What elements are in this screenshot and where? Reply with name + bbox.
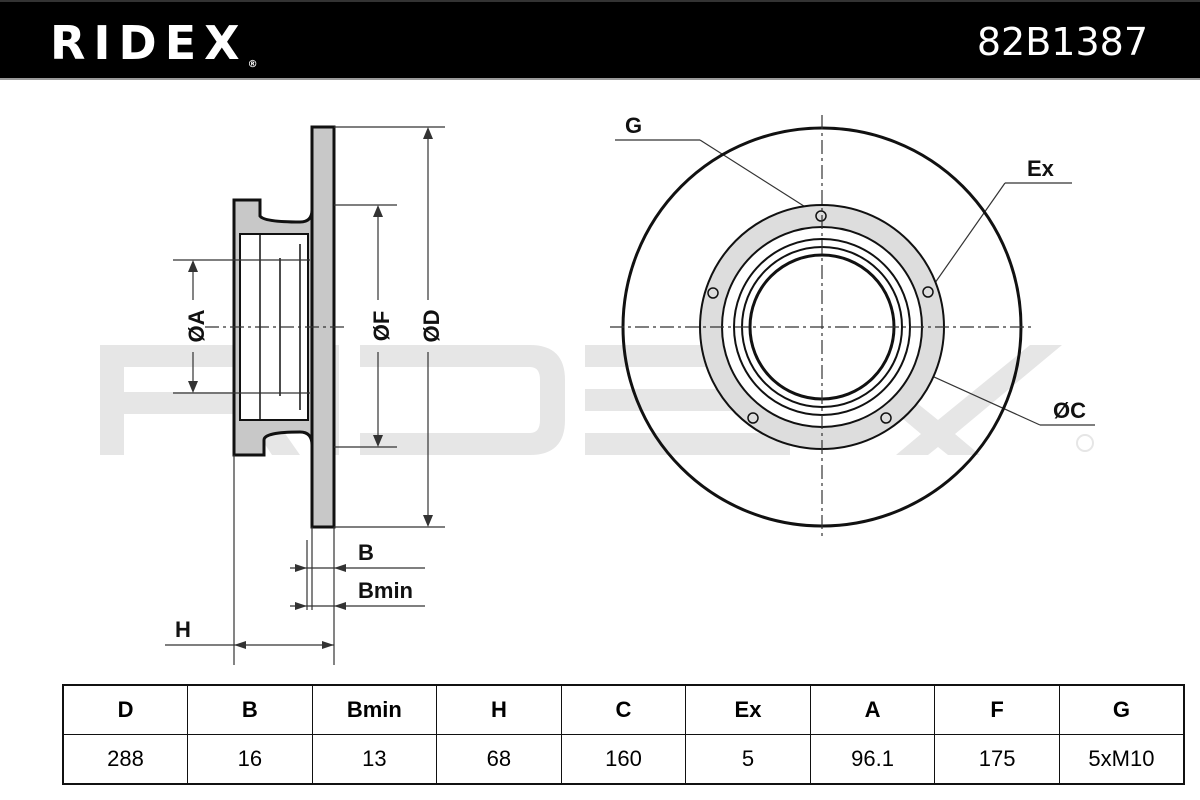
arrowheads <box>188 127 433 649</box>
spec-value: 160 <box>560 734 687 785</box>
label-h: H <box>175 617 191 642</box>
spec-header: F <box>934 684 1060 735</box>
spec-value: 175 <box>934 734 1060 785</box>
brand-logo: RIDEX® <box>50 16 258 70</box>
spec-value: 96.1 <box>809 734 936 785</box>
label-f: ØF <box>369 311 394 342</box>
spec-value: 5xM10 <box>1058 734 1185 785</box>
spec-header: Bmin <box>311 684 438 735</box>
spec-header: B <box>187 684 313 735</box>
disc-front-view <box>610 115 1035 540</box>
spec-value: 5 <box>685 734 811 785</box>
label-a: ØA <box>184 309 209 342</box>
label-d: ØD <box>419 310 444 343</box>
label-g: G <box>625 113 642 138</box>
label-c: ØC <box>1053 398 1086 423</box>
label-b: B <box>358 540 374 565</box>
brand-name: RIDEX <box>50 16 248 70</box>
label-ex: Ex <box>1027 156 1055 181</box>
spec-header: H <box>436 684 562 735</box>
spec-value: 16 <box>187 734 313 785</box>
spec-value: 13 <box>311 734 438 785</box>
label-bmin: Bmin <box>358 578 413 603</box>
spec-table: D B Bmin H C Ex A F G 288 16 13 68 160 5… <box>62 684 1185 785</box>
spec-header: D <box>62 684 189 735</box>
spec-header: G <box>1058 684 1185 735</box>
spec-value-row: 288 16 13 68 160 5 96.1 175 5xM10 <box>62 734 1185 785</box>
bolt-holes <box>707 210 934 424</box>
spec-value: 288 <box>62 734 189 785</box>
part-number: 82B1387 <box>976 20 1148 64</box>
registered-mark: ® <box>247 59 258 70</box>
spec-header: Ex <box>685 684 811 735</box>
spec-header: A <box>809 684 936 735</box>
spec-header-row: D B Bmin H C Ex A F G <box>62 684 1185 735</box>
header-bar: RIDEX® 82B1387 <box>0 0 1200 80</box>
spec-value: 68 <box>436 734 562 785</box>
spec-header: C <box>560 684 687 735</box>
